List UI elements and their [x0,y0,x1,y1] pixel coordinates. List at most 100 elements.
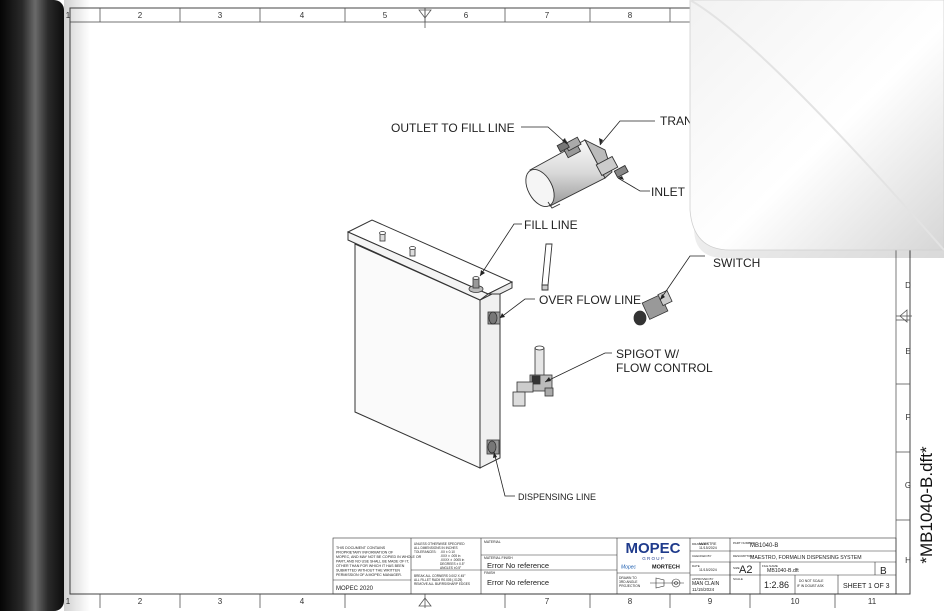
approved-date: 11/15/2024 [692,587,715,592]
zone-col-1-bottom: 1 [66,597,71,606]
size-label: SIZE [733,566,740,570]
file-label: FILE NAME [762,564,778,568]
tank-fittings [379,231,501,455]
description: MAESTRO, FORMALIN DISPENSING SYSTEM [750,555,862,561]
sheet-number: SHEET 1 OF 3 [843,583,890,590]
zone-row-f: F [906,413,911,422]
signoff-block: DRAWN BY MAESTRE 11/15/2024 CHECKED BY D… [692,542,720,592]
description-label: DESCRIPTION [733,554,754,558]
proprietary-line-5: OTHER THAN FOR WHICH IT HAS BEEN [336,564,405,568]
checked-label: CHECKED BY [692,554,712,558]
checked-date: 11/15/2024 [699,568,717,572]
drawn-label: DRAWN BY [692,542,708,546]
date-label: DATE [692,564,700,568]
zone-col-11-bottom: 11 [868,597,877,606]
tolerance-line-2: .XXX ± .005 in [440,554,461,558]
zone-col-8: 8 [628,11,633,20]
roller-shadow [64,0,90,611]
tolerance-head-3: TOLERANCES: [414,550,437,554]
projection-line-1: DRAWN TO [619,576,637,580]
revision-letter: B [880,566,887,577]
proprietary-line-1: THIS DOCUMENT CONTAINS [336,546,386,550]
proprietary-line-6: SUBMITTED WITHOUT THE WRITTEN [336,569,400,573]
callouts: OUTLET TO FILL LINE TRAN INLET FILL LINE… [391,114,760,502]
projection-line-2: 3RD ANGLE [619,580,638,584]
tolerance-line-4: DEGREES ± 0.5° [440,562,466,566]
callout-fill-line: FILL LINE [524,218,578,232]
zone-row-e: E [905,347,910,356]
callout-over-flow: OVER FLOW LINE [539,293,641,307]
file-id-text: *MB1040-B.dft* [917,446,936,564]
logo-wordmark: MOPEC [625,540,680,557]
edge-note-3: REMOVE ALL BURRS/SHARP EDGES [414,582,470,586]
projection-line-3: PROJECTION [619,584,641,588]
proprietary-notice: THIS DOCUMENT CONTAINS PROPRIETARY INFOR… [336,546,422,577]
spigot [512,345,554,407]
tolerance-line-3: .XXXX ± .0005 in [440,558,464,562]
noscale-line-2: IF IN DOUBT ASK [797,584,825,588]
tolerance-head-2: ALL DIMENSIONS IN INCHES [414,546,458,550]
callout-switch: SWITCH [713,256,760,270]
switch-part [633,289,673,326]
zone-col-2: 2 [138,11,143,20]
leader-arrows [480,138,665,458]
callout-outlet: OUTLET TO FILL LINE [391,121,515,135]
material-finish-label: MATERIAL FINISH [484,556,513,560]
callout-spigot-2: FLOW CONTROL [616,361,713,375]
zone-col-3: 3 [218,11,223,20]
sheet-roller [0,0,64,611]
finish-error: Error No reference [487,578,549,587]
zone-col-4: 4 [300,11,305,20]
part-number: MB1040-B [750,543,778,549]
callout-transfer: TRAN [660,114,693,128]
edge-note-2: ALL FILLET RADII R0.005 (.0125) [414,578,462,582]
pump [525,136,629,209]
callout-dispensing: DISPENSING LINE [518,492,596,502]
logo-subtitle: G R O U P [642,556,664,561]
zone-row-h: H [905,556,911,565]
edge-note-1: BREAK ALL CORNERS 0.002 X 45° [414,574,466,578]
part-info: PART NUMBER MB1040-B DESCRIPTION MAESTRO… [733,541,890,590]
tolerance-head-1: UNLESS OTHERWISE SPECIFIED [414,542,465,546]
callout-inlet: INLET [651,185,686,199]
proprietary-line-2: PROPRIETARY INFORMATION OF [336,551,394,555]
proprietary-line-4: PART, AND NO USE SHALL BE MADE OF IT, [336,560,409,564]
page-curl[interactable] [689,0,944,258]
logo-mortech: MORTECH [652,565,680,571]
projection-symbol-icon [650,577,684,589]
proprietary-line-3: MOPEC, AND MAY NOT BE COPIED IN WHOLE OR [336,555,422,559]
tolerance-line-1: .XX ± 0.10 [440,550,455,554]
zone-col-7-bottom: 7 [545,597,550,606]
tolerance-line-5: ANGLES ±0.5° [440,566,462,570]
center-marks [418,8,912,607]
tolerance-block: UNLESS OTHERWISE SPECIFIED ALL DIMENSION… [414,542,470,586]
zone-col-2-bottom: 2 [138,597,143,606]
leader-lines [479,120,705,497]
zone-col-3-bottom: 3 [218,597,223,606]
scale-value: 1:2.86 [764,580,789,590]
logo-mopec-small: Mopec [621,565,637,571]
zone-row-d: D [905,281,911,290]
drawn-by: MAESTRE [699,542,717,546]
material-error: Error No reference [487,561,549,570]
proprietary-line-7: PERMISSION OF A MOPEC MANAGER. [336,573,402,577]
finish-label: FINISH [484,571,496,575]
zone-col-7: 7 [545,11,550,20]
approved-label: APPROVED BY [692,577,714,581]
zone-numbers-bottom: 1 2 3 4 7 8 9 10 11 [66,597,877,606]
title-block [332,537,897,595]
zone-col-1: 1 [66,11,71,20]
zone-col-5: 5 [383,11,388,20]
material-label: MATERIAL [484,540,501,544]
copyright: MOPEC 2020 [336,586,374,592]
zone-col-4-bottom: 4 [300,597,305,606]
zone-col-8-bottom: 8 [628,597,633,606]
approved-by: MAN CLAIN [692,581,720,587]
file-id-label: *MB1040-B.dft* [912,430,942,580]
scale-label: SCALE [733,577,743,581]
size-value: A2 [739,564,752,576]
zone-col-10-bottom: 10 [791,597,800,606]
company-logo: MOPEC G R O U P Mopec MORTECH DRAWN TO 3… [619,540,681,588]
material-block: MATERIAL MATERIAL FINISH Error No refere… [484,540,549,587]
